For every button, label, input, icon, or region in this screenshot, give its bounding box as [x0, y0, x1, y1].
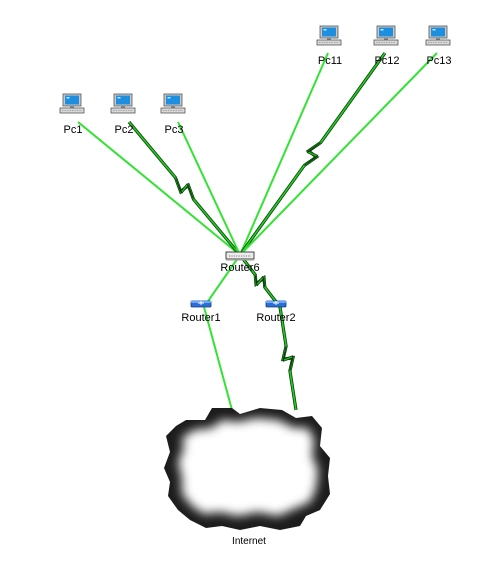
node-pc1[interactable]	[59, 93, 85, 114]
node-router6[interactable]	[225, 251, 255, 261]
label-pc12: Pc12	[374, 55, 400, 67]
label-pc13: Pc13	[426, 55, 452, 67]
computer-icon	[373, 25, 399, 46]
link-pc3-router6[interactable]	[177, 121, 241, 256]
link-pc2-router6[interactable]	[127, 120, 242, 257]
link-pc13-router6[interactable]	[239, 52, 438, 256]
node-pc2[interactable]	[110, 93, 136, 114]
node-pc3[interactable]	[160, 93, 186, 114]
node-pc13[interactable]	[425, 25, 451, 46]
router-icon	[190, 300, 212, 308]
computer-icon	[316, 25, 342, 46]
node-router1[interactable]	[190, 300, 212, 308]
label-router1: Router1	[181, 312, 221, 324]
label-pc2: Pc2	[114, 124, 134, 136]
link-router1-internet[interactable]	[203, 306, 233, 411]
router-icon	[265, 300, 287, 308]
link-router2-internet[interactable]	[278, 306, 298, 411]
label-pc3: Pc3	[164, 124, 184, 136]
link-pc11-router6[interactable]	[239, 52, 329, 256]
label-pc11: Pc11	[317, 55, 343, 67]
links-layer	[77, 52, 438, 411]
node-pc11[interactable]	[316, 25, 342, 46]
node-router2[interactable]	[265, 300, 287, 308]
hub-icon	[225, 251, 255, 261]
link-router6-router2[interactable]	[238, 254, 282, 308]
link-router6-router1[interactable]	[203, 254, 241, 308]
computer-icon	[425, 25, 451, 46]
computer-icon	[59, 93, 85, 114]
internet-cloud[interactable]	[164, 408, 330, 530]
computer-icon	[160, 93, 186, 114]
link-pc12-router6[interactable]	[238, 52, 387, 256]
label-pc1: Pc1	[63, 124, 83, 136]
link-pc1-router6[interactable]	[77, 121, 241, 256]
label-router2: Router2	[256, 312, 296, 324]
label-internet: Internet	[232, 536, 266, 547]
nodes-layer	[59, 25, 451, 308]
node-pc12[interactable]	[373, 25, 399, 46]
computer-icon	[110, 93, 136, 114]
label-router6: Router6	[220, 262, 260, 274]
